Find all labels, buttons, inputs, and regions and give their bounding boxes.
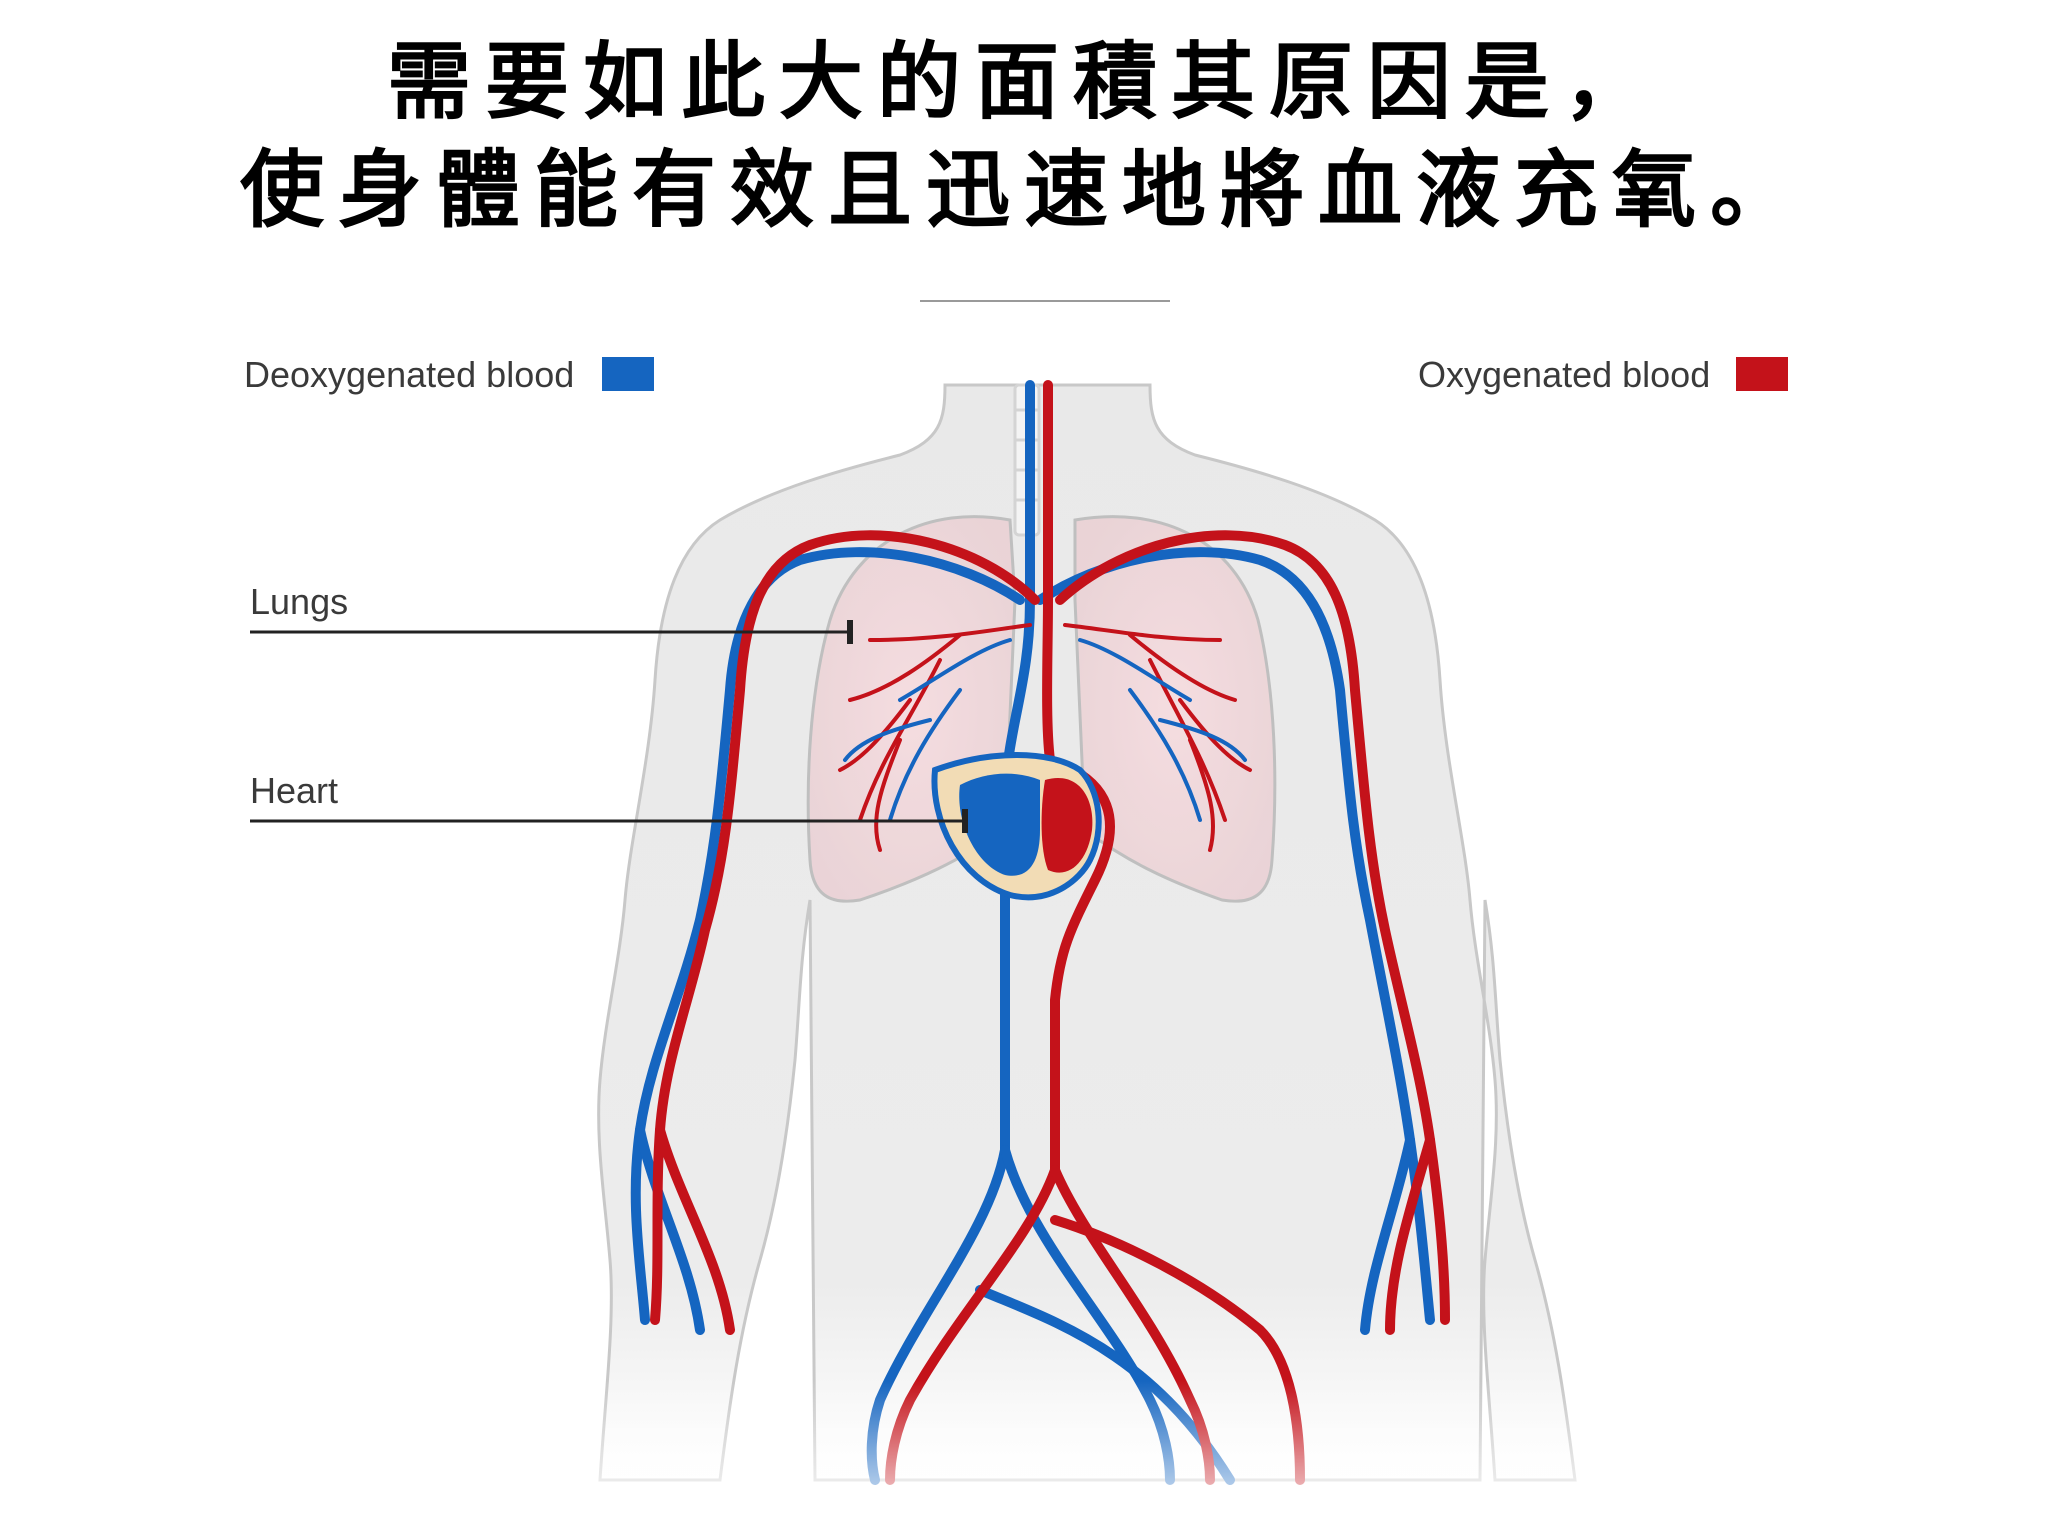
callout-lungs: Lungs bbox=[250, 581, 853, 644]
slide-title-line-1: 需要如此大的面積其原因是， bbox=[386, 33, 1661, 131]
callout-label-heart: Heart bbox=[250, 770, 338, 811]
legend-swatch-oxygenated bbox=[1736, 357, 1788, 391]
legend-label-deoxygenated: Deoxygenated blood bbox=[244, 354, 574, 395]
legend-label-oxygenated: Oxygenated blood bbox=[1418, 354, 1710, 395]
legend: Deoxygenated blood Oxygenated blood bbox=[244, 354, 1788, 395]
legend-swatch-deoxygenated bbox=[602, 357, 654, 391]
heart bbox=[931, 752, 1102, 901]
slide-title-line-2: 使身體能有效且迅速地將血液充氧。 bbox=[239, 141, 1808, 239]
callout-label-lungs: Lungs bbox=[250, 581, 348, 622]
arteries bbox=[650, 380, 1450, 1485]
callout-heart: Heart bbox=[250, 770, 968, 833]
pulmonary-vessels-left bbox=[838, 623, 1032, 852]
pulmonary-vessels-right bbox=[1063, 623, 1252, 852]
